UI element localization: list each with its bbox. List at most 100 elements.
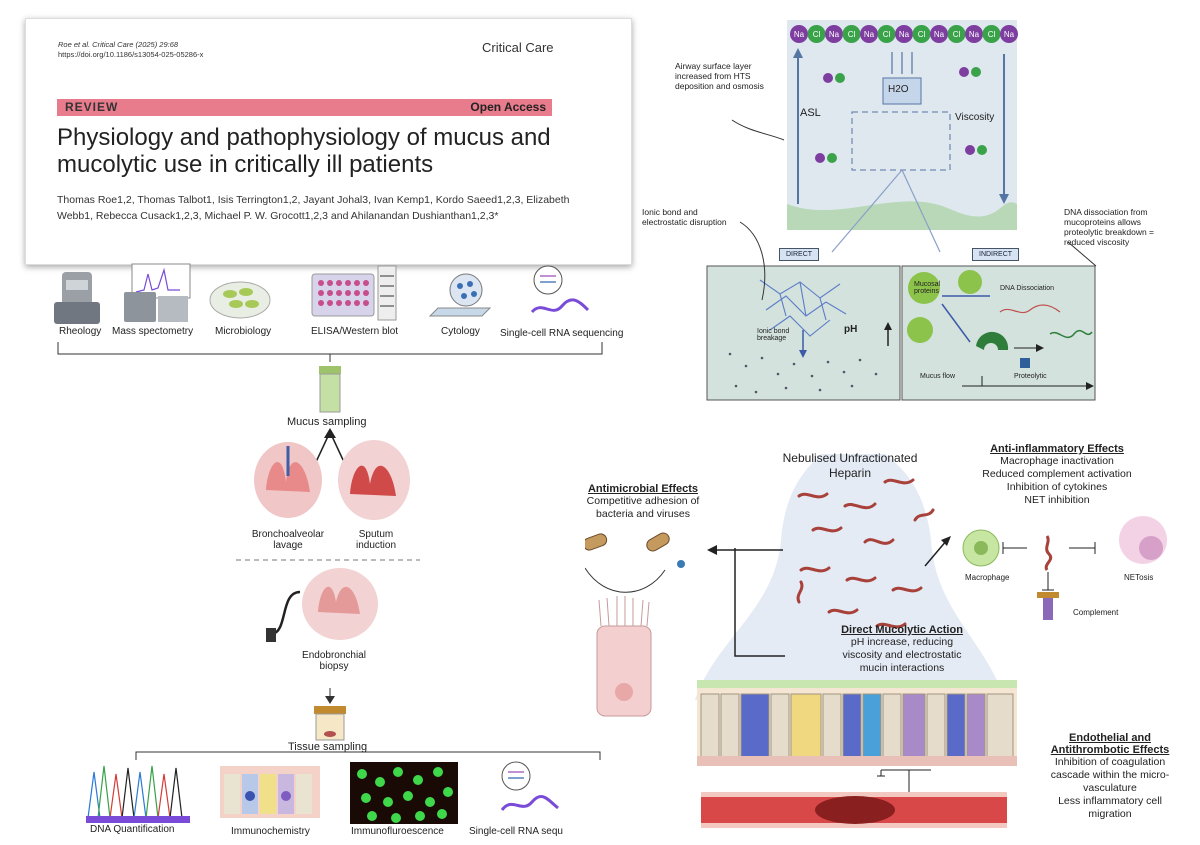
mucus-sampling-label: Mucus sampling	[287, 416, 367, 428]
ion-cl-icon	[912, 25, 931, 43]
antimicrobial-block: Antimicrobial Effects Competitive adhesi…	[548, 483, 738, 521]
ionic-note: Ionic bond and electrostatic disruption	[642, 207, 727, 227]
ion-label: Na	[864, 30, 875, 39]
mass-spectrometer-icon	[124, 263, 191, 322]
citation-line-1: Roe et al. Critical Care (2025) 29:68	[58, 40, 179, 49]
endothelial-line-3: Less inflammatory cell	[1058, 795, 1162, 807]
endothelial-line-1: cascade within the micro-	[1050, 769, 1170, 781]
indirect-tag: INDIRECT	[972, 248, 1020, 261]
netosis-icon	[1119, 516, 1167, 564]
bacteria-icon	[585, 532, 685, 568]
antiinflammatory-item-1: Reduced complement activation	[982, 468, 1132, 480]
endothelial-title-1: Antithrombotic Effects	[1050, 744, 1170, 756]
particles	[728, 352, 878, 394]
tissue-jar-icon	[314, 706, 346, 741]
endothelial-line-4: migration	[1088, 808, 1132, 820]
antiinflammatory-title: Anti-inflammatory Effects	[990, 443, 1124, 455]
ion-cl-icon	[807, 25, 826, 43]
ion-na-icon	[930, 25, 948, 43]
method-label-mass-spectrometry: Mass spectometry	[112, 326, 194, 337]
ion-label: Na	[934, 30, 945, 39]
direct-tag: DIRECT	[779, 248, 820, 261]
macrophage-label: Macrophage	[965, 573, 1010, 582]
dna-chromatogram-icon	[86, 762, 190, 823]
paper-title: Physiology and pathophysiology of mucus …	[57, 124, 551, 178]
nebulised-heparin-label: Nebulised Unfractionated Heparin	[782, 451, 918, 480]
asl-label: ASL	[800, 107, 821, 119]
rheology-icon	[54, 272, 100, 324]
asl-note: Airway surface layer increased from HTS …	[675, 61, 764, 91]
endobronchial-label: Endobronchial biopsy	[302, 650, 366, 672]
ion-label: Cl	[918, 30, 926, 39]
review-bar: REVIEW Open Access	[57, 99, 552, 116]
ion-cl-icon	[877, 25, 896, 43]
direct-mucolytic-line-2: mucin interactions	[859, 662, 945, 674]
ion-label: Cl	[813, 30, 821, 39]
antimicrobial-title: Antimicrobial Effects	[587, 483, 699, 495]
endothelial-block: Endothelial and Antithrombotic Effects I…	[1030, 732, 1190, 821]
epithelium-icon	[697, 680, 1017, 766]
antiinflammatory-item-2: Inhibition of cytokines	[1006, 481, 1108, 493]
citation-doi[interactable]: https://doi.org/10.1186/s13054-025-05286…	[58, 50, 204, 59]
mucin-network-icon	[759, 279, 847, 337]
journal-name: Critical Care	[482, 40, 554, 55]
proteolytic-label: Proteolytic	[1014, 373, 1047, 380]
sputum-label: Sputum induction	[355, 529, 397, 551]
heparin-strands	[796, 478, 935, 629]
complement-icon	[1037, 592, 1059, 620]
method-label-scrna: Single-cell RNA sequencing	[500, 328, 624, 339]
ion-na-icon	[965, 25, 983, 43]
ionic-breakage-label: Ionic bond breakage	[757, 328, 790, 342]
ion-cl-icon	[947, 25, 966, 43]
ion-na-icon	[860, 25, 878, 43]
endothelial-line-2: vasculature	[1083, 782, 1137, 794]
ion-label: Na	[969, 30, 980, 39]
ph-label: pH	[844, 324, 858, 335]
microscope-slide-icon	[428, 273, 492, 317]
sputum-lungs-icon	[338, 440, 410, 520]
ion-cl-icon	[842, 25, 861, 43]
rna-sequencing-icon	[530, 265, 590, 314]
antiinflammatory-item-3: NET inhibition	[1024, 494, 1090, 506]
mucus-flow-label: Mucus flow	[920, 373, 956, 380]
ciliated-cell-icon	[596, 596, 652, 717]
mucosal-proteins-icon	[907, 270, 982, 343]
heparin-diagram	[585, 454, 1167, 828]
ion-label: Na	[794, 30, 805, 39]
ion-label: Cl	[953, 30, 961, 39]
bottom-label-immunochemistry: Immunochemistry	[231, 826, 310, 837]
bottom-label-immunofluorescence: Immunofluroescence	[351, 826, 444, 837]
petri-dish-icon	[209, 281, 271, 319]
article-type-label: REVIEW	[65, 100, 119, 114]
ion-na-icon	[1000, 25, 1018, 43]
paper-header-card	[25, 18, 632, 265]
direct-mucolytic-line-1: viscosity and electrostatic	[842, 649, 962, 661]
ion-label: Cl	[988, 30, 996, 39]
viscosity-label: Viscosity	[955, 112, 995, 123]
sample-vial-icon	[319, 366, 341, 413]
bottom-label-scrna: Single-cell RNA sequ	[469, 826, 563, 837]
ion-label: Na	[899, 30, 910, 39]
elisa-plate-icon	[311, 265, 397, 321]
rna-sequencing-icon-bottom	[500, 761, 559, 812]
direct-mucolytic-block: Direct Mucolytic Action pH increase, red…	[822, 624, 982, 675]
paper-authors: Thomas Roe1,2, Thomas Talbot1, Isis Terr…	[57, 194, 570, 222]
dna-note: DNA dissociation from mucoproteins allow…	[1064, 207, 1155, 247]
complement-label: Complement	[1073, 608, 1119, 617]
method-label-elisa: ELISA/Western blot	[311, 326, 399, 337]
ion-label: Na	[829, 30, 840, 39]
mucosal-proteins-label: Mucosal proteins	[914, 281, 941, 295]
antiinflammatory-item-0: Macrophage inactivation	[1000, 455, 1114, 467]
endothelial-title-0: Endothelial and	[1069, 732, 1151, 744]
direct-mucolytic-line-0: pH increase, reducing	[850, 636, 954, 648]
blood-vessel-icon	[701, 792, 1007, 828]
ion-na-icon	[895, 25, 913, 43]
method-label-rheology: Rheology	[59, 326, 102, 337]
h2o-label: H2O	[888, 84, 909, 95]
endothelial-line-0: Inhibition of coagulation	[1054, 756, 1166, 768]
macrophage-icon	[962, 529, 1000, 567]
dna-dissociation-label: DNA Dissociation	[1000, 285, 1055, 292]
protease-icon	[976, 331, 1009, 350]
